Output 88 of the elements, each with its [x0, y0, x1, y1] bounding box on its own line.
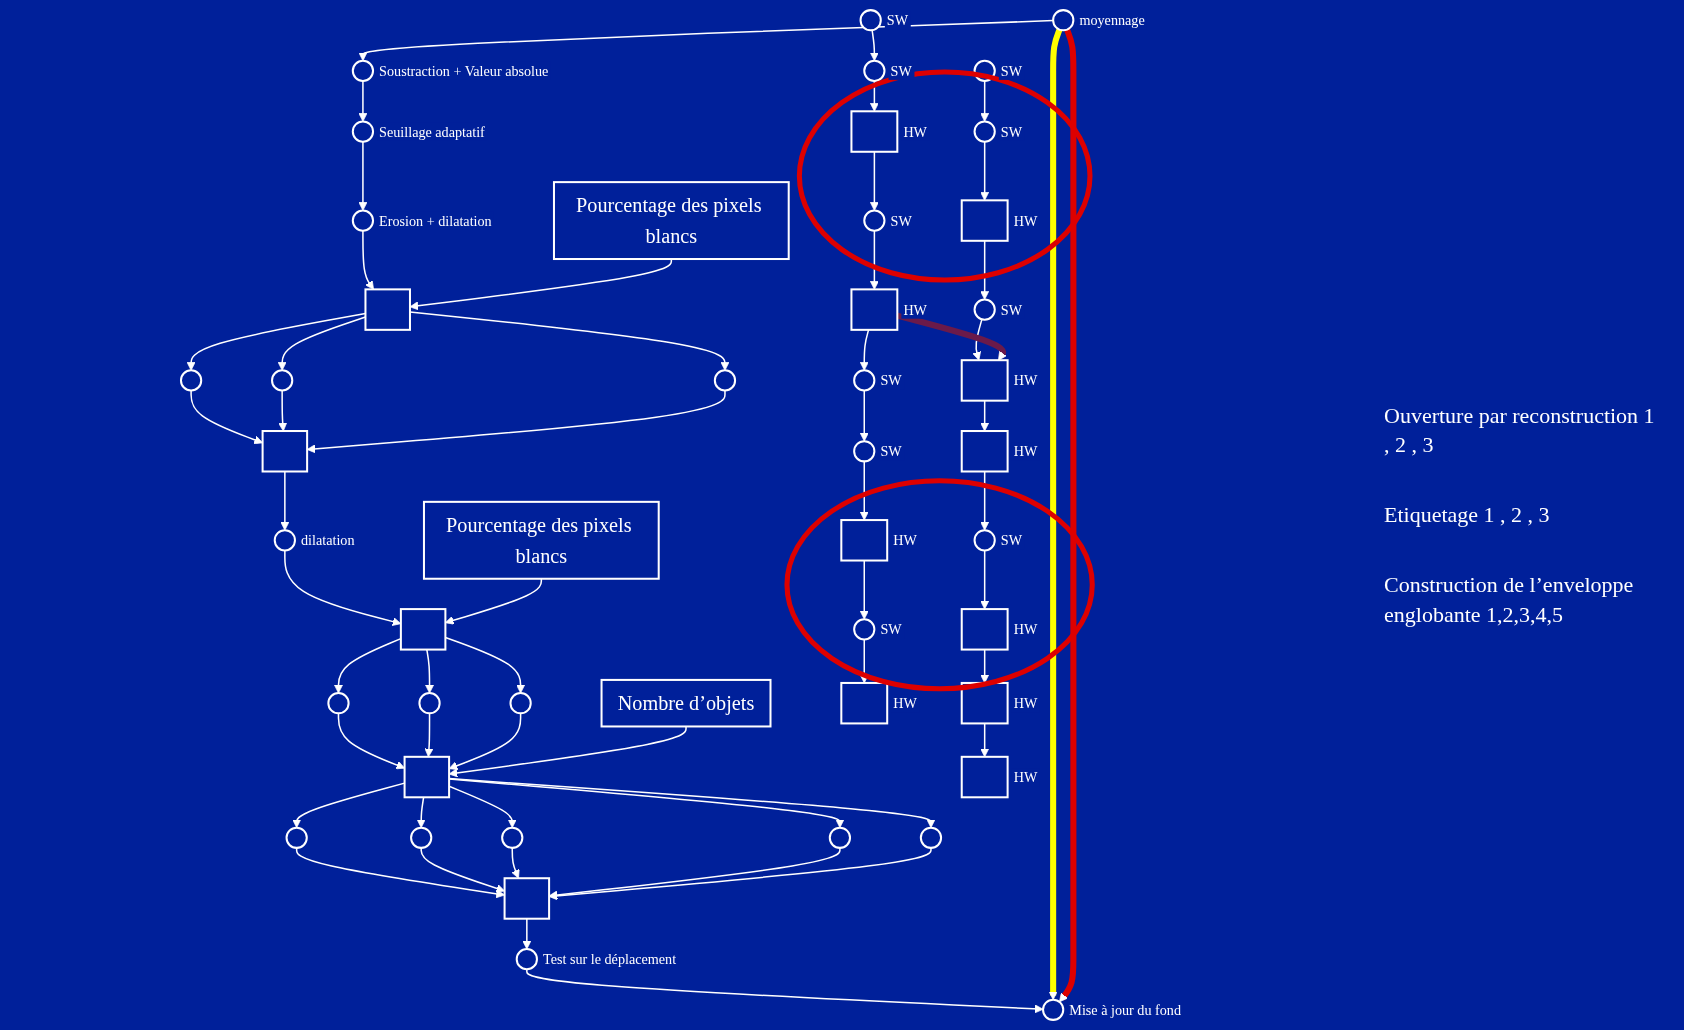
step-label: HW: [1013, 695, 1038, 712]
arrow: [295, 847, 505, 899]
node-box: [960, 430, 1009, 473]
step-label: HW: [903, 123, 927, 140]
arrow: [409, 311, 730, 371]
node-box: Nombre d’objets: [600, 678, 772, 728]
step-note: Ouverture par reconstruction 1 , 2 , 3: [1384, 401, 1656, 460]
step-label: HW: [1013, 372, 1038, 389]
step-label: SW: [880, 621, 902, 638]
step-label: Seuillage adaptatif: [379, 123, 485, 140]
step-label: Soustraction + Valeur absolue: [379, 62, 549, 79]
step-label: SW: [1000, 301, 1023, 318]
node-circle: [509, 692, 532, 715]
node-circle: [973, 298, 996, 321]
arrow: [511, 847, 520, 879]
node-circle: [271, 369, 294, 392]
arrow: [420, 847, 505, 893]
step-label: SW: [890, 212, 912, 229]
node-circle: [973, 529, 996, 552]
node-circle: [327, 692, 350, 715]
arrow: [358, 80, 368, 122]
node-box: Pourcentage des pixels blancs: [422, 500, 660, 580]
step-note: Construction de l’enveloppe englobante 1,2,3,4,5: [1384, 570, 1635, 629]
step-label: HW: [893, 695, 917, 712]
node-circle: [179, 369, 203, 392]
node-box: [850, 288, 899, 331]
node-bar: [503, 877, 551, 920]
step-note: Etiquetage 1 , 2 , 3: [1384, 501, 1551, 530]
node-bar: [399, 608, 447, 651]
node-circle: [828, 826, 852, 849]
node-circle: [859, 9, 882, 32]
node-box: [960, 755, 1009, 799]
node-circle: [515, 948, 538, 971]
node-circle: [351, 120, 375, 143]
node-bar: [261, 430, 309, 473]
step-label: SW: [1000, 62, 1023, 79]
arrow: [859, 329, 870, 371]
node-circle: [501, 826, 524, 849]
step-label: HW: [1013, 212, 1038, 229]
step-label: SW: [880, 443, 902, 460]
step-label: HW: [1013, 621, 1038, 638]
arrow: [980, 240, 990, 300]
arrow: [1059, 28, 1077, 1003]
step-label: Test sur le déplacement: [543, 951, 677, 968]
node-circle: [285, 826, 308, 849]
node-circle: [1042, 998, 1065, 1021]
step-label: Mise à jour du fond: [1069, 1001, 1181, 1018]
node-circle: [853, 369, 876, 392]
node-circle: [863, 209, 886, 232]
step-label: HW: [1013, 769, 1038, 786]
step-label: SW: [880, 372, 902, 389]
node-circle: [919, 826, 943, 849]
arrow: [980, 80, 990, 122]
node-circle: [273, 529, 296, 552]
node-box: [840, 519, 889, 562]
step-label: HW: [903, 301, 927, 318]
arrow: [445, 578, 543, 625]
step-label: SW: [1000, 123, 1023, 140]
step-label: SW: [890, 62, 912, 79]
node-circle: [973, 59, 996, 82]
step-label: dilatation: [301, 532, 355, 549]
node-box: [960, 199, 1009, 242]
node-box: Pourcentage des pixels blancs: [552, 181, 790, 261]
step-label: SW: [1000, 532, 1023, 549]
node-circle: [853, 618, 876, 641]
node-box: [960, 681, 1009, 725]
node-circle: [1052, 9, 1075, 32]
node-box: [960, 608, 1009, 651]
node-circle: [410, 826, 433, 849]
node-circle: [863, 59, 886, 82]
arrow: [869, 151, 879, 211]
node-bar: [403, 755, 451, 799]
step-label: HW: [1013, 443, 1038, 460]
node-circle: [973, 120, 996, 143]
step-label: HW: [893, 532, 917, 549]
node-bar: [364, 288, 411, 331]
step-label: SW: [886, 12, 909, 29]
node-box: [850, 110, 899, 153]
node-circle: [351, 59, 375, 82]
step-label: moyennage: [1079, 12, 1145, 29]
node-box: [960, 359, 1009, 402]
arrow: [972, 318, 983, 361]
node-circle: [713, 369, 737, 392]
node-box: [840, 681, 889, 725]
step-label: Erosion + dilatation: [379, 212, 492, 229]
node-circle: [418, 692, 441, 715]
node-circle: [853, 440, 876, 463]
node-circle: [351, 209, 375, 232]
